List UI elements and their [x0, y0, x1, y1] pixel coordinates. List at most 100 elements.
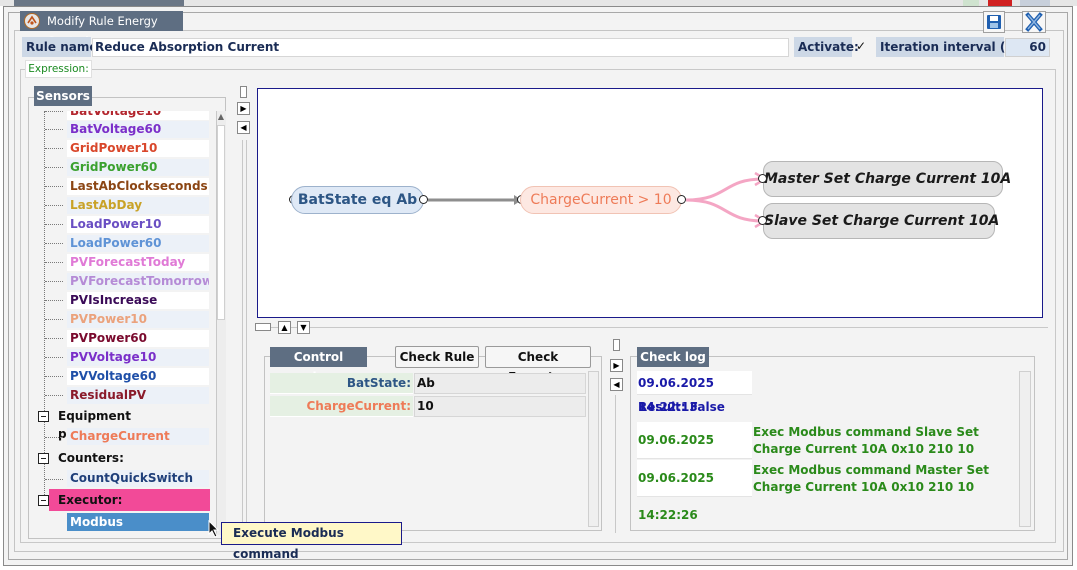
- log-entry-message: Exec Modbus command Slave Set Charge Cur…: [753, 425, 979, 456]
- rule-name-input[interactable]: Reduce Absorption Current: [92, 38, 789, 57]
- floppy-disk-icon: [987, 15, 1001, 29]
- tree-connector: [45, 437, 63, 438]
- expand-up-icon[interactable]: ▲: [278, 321, 291, 334]
- output-port[interactable]: [677, 195, 686, 204]
- expand-right-icon[interactable]: ▶: [610, 359, 623, 372]
- log-result: Result: False: [638, 400, 725, 414]
- collapse-left-icon[interactable]: ◀: [610, 378, 623, 391]
- iteration-interval-label: Iteration interval (s):: [876, 37, 1023, 57]
- app-logo-icon: [24, 13, 40, 29]
- background-button: [988, 0, 1012, 8]
- sensor-item-loadpower10[interactable]: LoadPower10: [67, 216, 209, 233]
- condition-node-batstate[interactable]: BatState eq Ab: [291, 186, 424, 214]
- log-entry-time: 09.06.2025 14:22:13: [637, 371, 752, 414]
- collapse-toggle-executor[interactable]: [38, 495, 49, 506]
- tooltip: Execute Modbus command: [221, 522, 402, 561]
- group-counters[interactable]: Counters:: [58, 451, 124, 465]
- tree-connector: [45, 224, 63, 225]
- tree-connector: [45, 319, 63, 320]
- tree-connector: [45, 148, 63, 149]
- sensor-item-batvoltage60[interactable]: BatVoltage60: [67, 121, 209, 138]
- splitter-line: [246, 140, 247, 536]
- tree-connector: [45, 395, 63, 396]
- sensor-item-pvpower60[interactable]: PVPower60: [67, 330, 209, 347]
- background-strip: [0, 0, 1077, 6]
- control-value-input[interactable]: Ab: [414, 373, 586, 394]
- dialog-content-frame: [14, 30, 1064, 552]
- input-port[interactable]: [758, 216, 767, 225]
- executor-item-modbus[interactable]: Modbus: [67, 513, 209, 531]
- splitter-line: [615, 395, 616, 533]
- expression-tab[interactable]: Expression:: [25, 60, 92, 78]
- tree-connector: [45, 111, 63, 112]
- tree-connector: [45, 376, 63, 377]
- condition-node-chargecurrent[interactable]: ChargeCurrent > 10: [520, 186, 682, 214]
- sensor-item-lastabclockseconds[interactable]: LastAbClockseconds: [67, 178, 209, 195]
- iteration-interval-input[interactable]: 60: [1005, 38, 1050, 57]
- check-rule-button[interactable]: Check Rule: [395, 346, 479, 368]
- output-port[interactable]: [419, 195, 428, 204]
- sensors-header: Sensors: [34, 86, 92, 106]
- sensor-item-pvvoltage10[interactable]: PVVoltage10: [67, 349, 209, 366]
- log-entry-time: 09.06.2025 14:22:26: [637, 460, 752, 522]
- splitter-handle[interactable]: [240, 86, 247, 98]
- sensor-tree: BatVoltage10 BatVoltage60 GridPower10 Gr…: [33, 111, 215, 535]
- check-log-scrollbar[interactable]: [1019, 371, 1031, 527]
- save-button[interactable]: [983, 11, 1005, 33]
- expand-right-icon[interactable]: ▶: [237, 102, 250, 115]
- log-entry-time: 09.06.2025 14:22:26: [637, 422, 752, 484]
- tree-connector: [45, 479, 63, 480]
- sensor-item-gridpower60[interactable]: GridPower60: [67, 159, 209, 176]
- dialog-title: Modify Rule Energy Control: [20, 11, 183, 48]
- sensor-item-batvoltage10[interactable]: BatVoltage10: [67, 111, 209, 120]
- collapse-down-icon[interactable]: ▼: [297, 321, 310, 334]
- tree-connector: [45, 205, 63, 206]
- sensor-item-pvvoltage60[interactable]: PVVoltage60: [67, 368, 209, 385]
- collapse-toggle-counters[interactable]: [38, 453, 49, 464]
- sensor-item-countquickswitch[interactable]: CountQuickSwitch: [67, 470, 209, 487]
- scroll-up-icon[interactable]: ▲: [217, 112, 225, 121]
- sensor-item-pvforecasttomorrow[interactable]: PVForecastTomorrow: [67, 273, 209, 290]
- rule-diagram-canvas[interactable]: BatState eq Ab ChargeCurrent > 10 Master…: [257, 88, 1043, 318]
- tree-connector: [45, 357, 63, 358]
- executor-group-highlight[interactable]: [49, 489, 210, 511]
- sensor-item-gridpower10[interactable]: GridPower10: [67, 140, 209, 157]
- expression-frame: [20, 69, 1056, 543]
- tree-connector: [44, 111, 45, 501]
- scrollbar-thumb[interactable]: [217, 125, 225, 320]
- check-executor-button[interactable]: Check Executor: [485, 346, 591, 384]
- mouse-cursor-icon: [208, 520, 220, 538]
- sensor-item-lastabday[interactable]: LastAbDay: [67, 197, 209, 214]
- activate-label: Activate:: [794, 37, 859, 57]
- splitter-handle[interactable]: [255, 323, 271, 331]
- tree-connector: [45, 262, 63, 263]
- sensor-item-residualpv[interactable]: ResidualPV: [67, 387, 209, 404]
- sensor-item-loadpower60[interactable]: LoadPower60: [67, 235, 209, 252]
- control-value-input[interactable]: 10: [414, 396, 586, 417]
- splitter-line: [242, 140, 243, 536]
- input-port[interactable]: [758, 174, 767, 183]
- sensor-item-pvisincrease[interactable]: PVIsIncrease: [67, 292, 209, 309]
- tree-connector: [45, 186, 63, 187]
- check-log-header: Check log: [637, 347, 709, 367]
- collapse-toggle-equipment[interactable]: [38, 411, 49, 422]
- group-executor[interactable]: Executor:: [58, 493, 123, 507]
- check-log-panel: [630, 356, 1035, 531]
- action-node-slave[interactable]: Slave Set Charge Current 10A: [763, 203, 999, 239]
- control-values-scrollbar[interactable]: [588, 371, 599, 527]
- collapse-left-icon[interactable]: ◀: [237, 121, 250, 134]
- sensor-item-pvpower10[interactable]: PVPower10: [67, 311, 209, 328]
- group-equipment-parameters[interactable]: Equipment parameters:: [58, 409, 141, 441]
- control-values-header: Control values: [270, 347, 367, 384]
- rule-name-label: Rule name:: [22, 37, 102, 57]
- background-button: [1020, 0, 1050, 8]
- splitter-line: [258, 327, 1048, 328]
- action-node-master[interactable]: Master Set Charge Current 10A: [763, 161, 1011, 197]
- splitter-handle[interactable]: [613, 339, 620, 351]
- activate-checkbox[interactable]: ✓: [856, 39, 867, 53]
- sensor-item-chargecurrent[interactable]: ChargeCurrent: [67, 428, 209, 445]
- close-button[interactable]: [1022, 11, 1046, 33]
- tree-connector: [45, 300, 63, 301]
- sensor-tree-scrollbar[interactable]: [216, 111, 226, 535]
- sensor-item-pvforecasttoday[interactable]: PVForecastToday: [67, 254, 209, 271]
